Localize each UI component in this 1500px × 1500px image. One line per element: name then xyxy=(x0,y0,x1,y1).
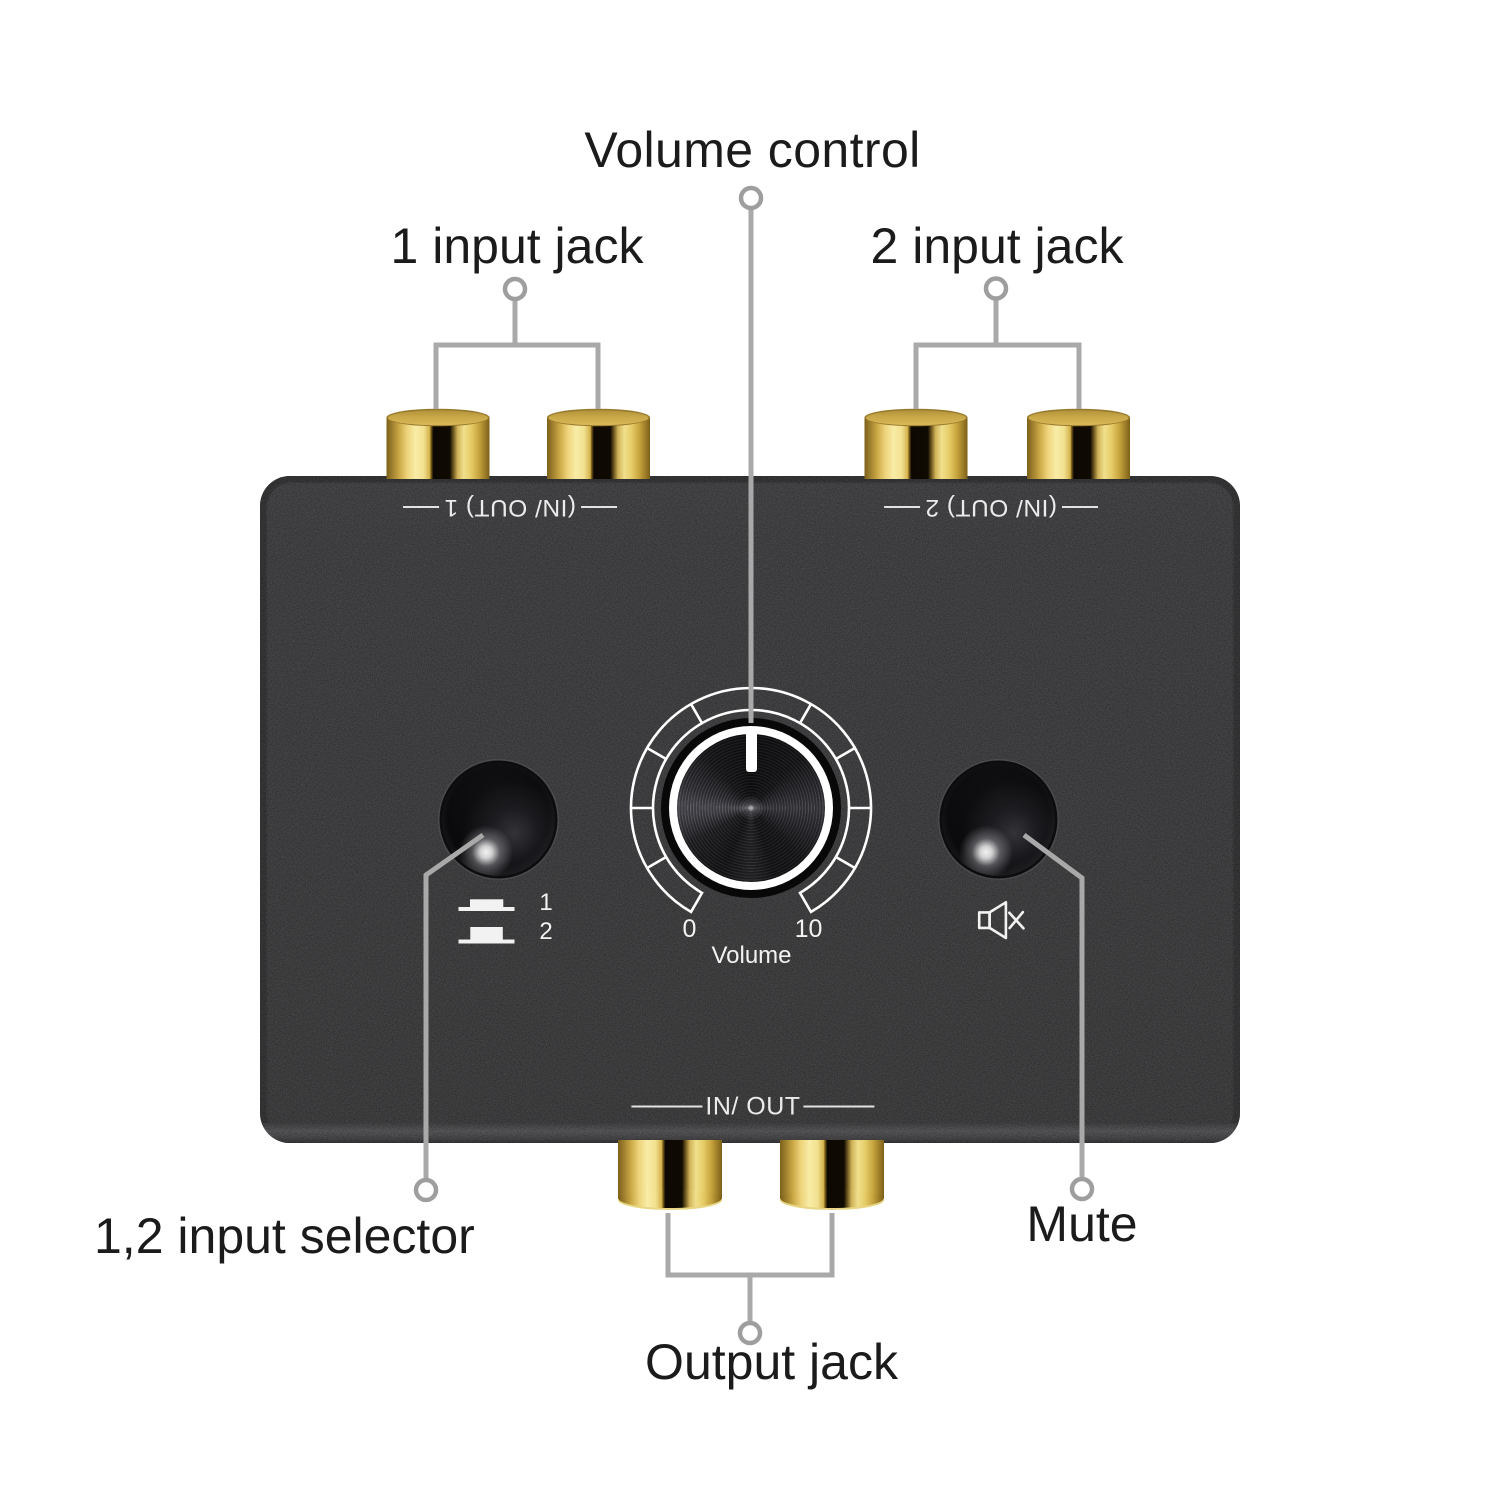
port-label-2: (IN/ OUT) 2 xyxy=(883,494,1205,535)
mute-speaker-icon xyxy=(977,900,1025,940)
port-label-out-text: IN/ OUT xyxy=(705,1092,801,1120)
port-label-1-text: (IN/ OUT) 1 xyxy=(443,493,577,521)
label-dash-right xyxy=(402,505,439,508)
callout-ring-selector xyxy=(413,1177,439,1203)
port-label-out: IN/ OUT xyxy=(631,1092,996,1136)
callout-line-mute xyxy=(1022,832,1085,1189)
callout-label-output: Output jack xyxy=(645,1334,898,1390)
volume-knob-pointer xyxy=(746,727,757,772)
label-dash-left xyxy=(581,505,618,508)
switcher-device-body xyxy=(260,476,1240,1143)
rca-jack-output-left xyxy=(618,1140,722,1210)
callout-ring-mute xyxy=(1069,1176,1095,1202)
callout-ring-input1 xyxy=(502,276,528,302)
input-selector-pulse-icon xyxy=(458,899,515,944)
callout-label-selector: 1,2 input selector xyxy=(94,1208,475,1264)
callout-ring-volume xyxy=(738,185,764,211)
callout-ring-input2 xyxy=(983,276,1009,301)
callout-bracket-input1 xyxy=(433,342,601,409)
rca-jack-input2-right xyxy=(1027,408,1130,479)
selector-line1-label: 1 xyxy=(539,889,553,916)
mute-button[interactable] xyxy=(942,763,1055,876)
label-dash-left xyxy=(631,1105,703,1108)
selector-line2-label: 2 xyxy=(539,917,553,945)
input-jacks-group xyxy=(386,408,1130,479)
callout-line-selector xyxy=(423,832,485,1190)
port-label-1: (IN/ OUT) 1 xyxy=(402,494,724,535)
volume-min-label: 0 xyxy=(682,915,697,943)
label-dash-right xyxy=(803,1105,875,1108)
rca-jack-input1-left xyxy=(386,408,490,479)
rca-jack-output-right xyxy=(780,1140,884,1210)
callout-bracket-input2 xyxy=(913,342,1082,409)
callout-ring-output xyxy=(737,1320,763,1346)
callout-label-input1: 1 input jack xyxy=(390,218,644,274)
page-title: Volume control xyxy=(584,122,921,178)
callout-rings xyxy=(413,185,1095,1346)
callout-connectors xyxy=(423,198,1085,1333)
volume-max-label: 10 xyxy=(794,915,823,943)
label-dash-left xyxy=(1062,505,1099,508)
rca-jack-input1-right xyxy=(547,408,650,479)
output-jacks-group xyxy=(618,1140,884,1210)
callout-label-input2: 2 input jack xyxy=(870,218,1124,274)
label-dash-right xyxy=(883,505,920,508)
rca-jack-input2-left xyxy=(864,408,968,479)
input-selector-button[interactable] xyxy=(442,763,555,876)
port-label-2-text: (IN/ OUT) 2 xyxy=(924,493,1058,521)
callout-bracket-output xyxy=(665,1213,835,1278)
callout-label-mute: Mute xyxy=(1026,1196,1138,1252)
volume-caption: Volume xyxy=(711,942,792,969)
